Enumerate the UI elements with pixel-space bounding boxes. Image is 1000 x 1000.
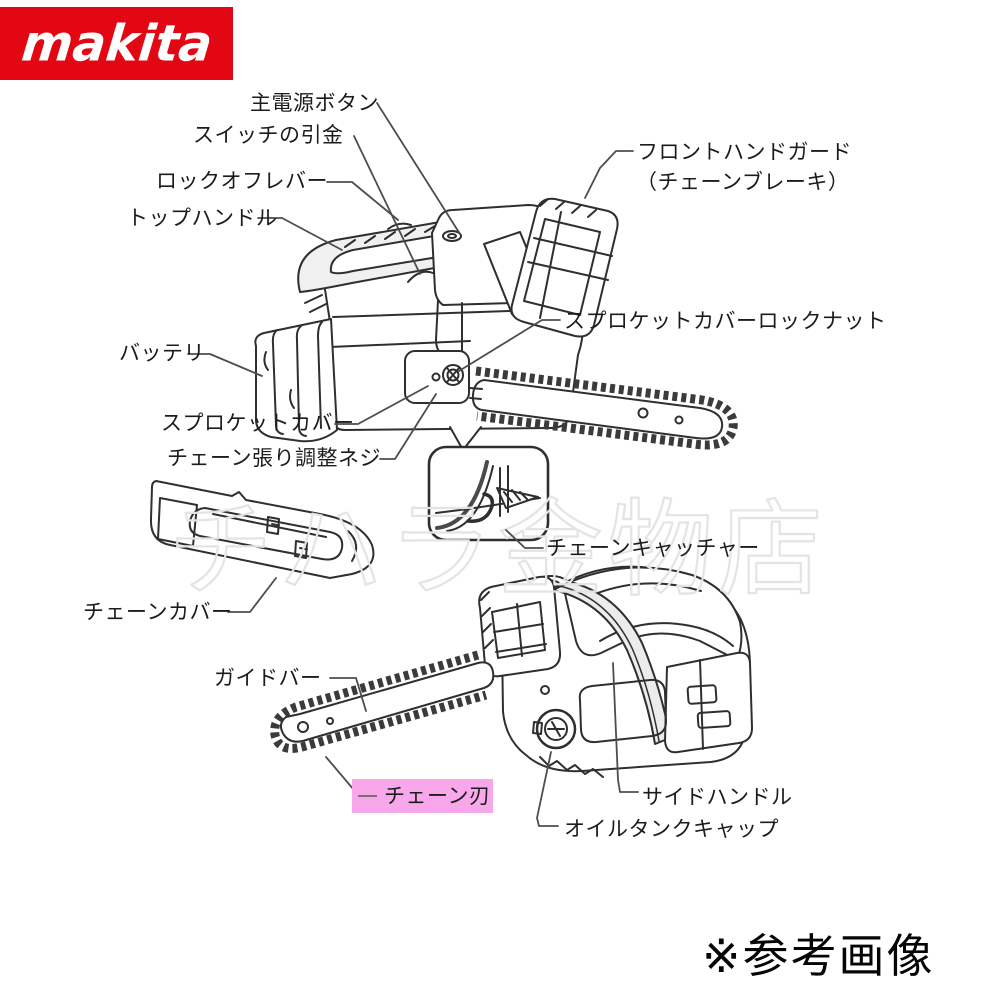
chain-catcher-inset bbox=[427, 445, 550, 542]
bottom-chainsaw-drawing bbox=[270, 565, 753, 778]
label-guide-bar: ガイドバー bbox=[214, 666, 322, 690]
watermark-text: チハラ金物店 bbox=[168, 489, 828, 611]
chain-blade-leader-dash bbox=[358, 795, 377, 797]
label-main-power-button: 主電源ボタン bbox=[250, 91, 379, 115]
chain-cover-drawing bbox=[149, 480, 375, 579]
label-chain-catcher: チェーンキャッチャー bbox=[546, 536, 760, 560]
top-chainsaw-drawing bbox=[254, 197, 738, 451]
makita-logo-text: makita bbox=[18, 14, 215, 73]
label-front-hand-guard-sub: （チェーンブレーキ） bbox=[636, 170, 850, 194]
label-front-hand-guard: フロントハンドガード bbox=[637, 140, 852, 164]
label-chain-blade-highlighted: チェーン刃 bbox=[352, 779, 493, 813]
label-sprocket-cover: スプロケットカバー bbox=[161, 411, 355, 435]
label-chain-blade-text: チェーン刃 bbox=[384, 783, 491, 808]
leader-lines bbox=[187, 102, 639, 827]
reference-image-note: ※参考画像 bbox=[702, 929, 935, 983]
makita-logo: makita bbox=[0, 7, 233, 80]
label-chain-tension-screw: チェーン張り調整ネジ bbox=[167, 446, 381, 470]
label-battery: バッテリ bbox=[119, 341, 205, 365]
label-lock-off-lever: ロックオフレバー bbox=[156, 169, 328, 193]
label-side-handle: サイドハンドル bbox=[642, 785, 793, 809]
label-sprocket-cover-lock-nut: スプロケットカバーロックナット bbox=[564, 309, 887, 333]
label-top-handle: トップハンドル bbox=[127, 206, 278, 230]
label-switch-trigger: スイッチの引金 bbox=[193, 123, 344, 147]
label-oil-tank-cap: オイルタンクキャップ bbox=[564, 817, 779, 841]
label-chain-cover: チェーンカバー bbox=[83, 600, 233, 624]
